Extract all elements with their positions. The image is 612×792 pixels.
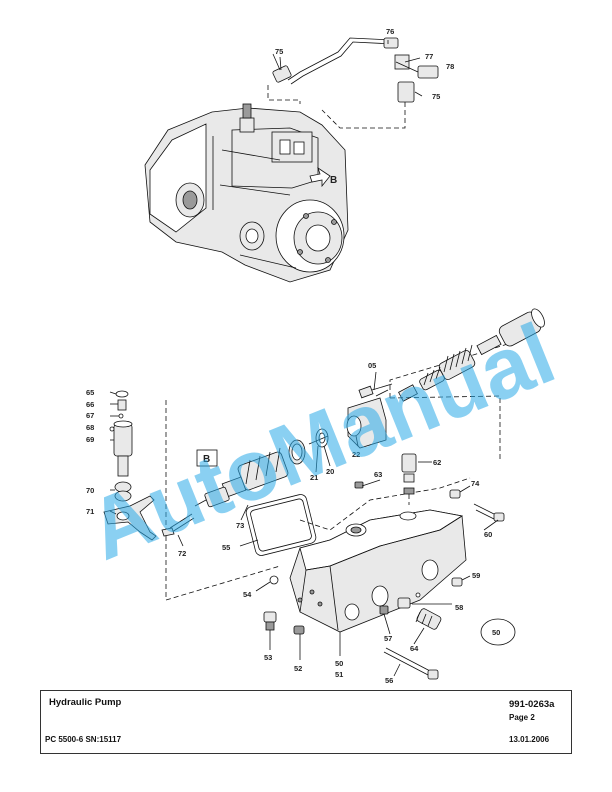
label-65: 65 xyxy=(86,388,94,397)
issue-date: 13.01.2006 xyxy=(509,735,550,744)
label-74: 74 xyxy=(471,479,480,488)
pump-body xyxy=(144,103,349,283)
label-78: 78 xyxy=(446,62,454,71)
label-77: 77 xyxy=(425,52,433,61)
machine-model: PC 5500-6 SN:15117 xyxy=(45,735,122,744)
label-62: 62 xyxy=(433,458,441,467)
label-box-b: B xyxy=(203,454,210,465)
label-55: 55 xyxy=(222,543,230,552)
label-75-top: 75 xyxy=(275,47,283,56)
label-22: 22 xyxy=(352,450,360,459)
label-67: 67 xyxy=(86,411,94,420)
page-number: Page 2 xyxy=(509,713,535,722)
label-66: 66 xyxy=(86,400,94,409)
label-75-right: 75 xyxy=(432,92,440,101)
document-number: 991-0263a xyxy=(509,699,555,710)
label-58: 58 xyxy=(455,603,463,612)
label-20: 20 xyxy=(326,467,334,476)
label-21: 21 xyxy=(310,473,318,482)
label-63: 63 xyxy=(374,470,382,479)
label-60: 60 xyxy=(484,530,492,539)
label-57: 57 xyxy=(384,634,392,643)
label-51: 51 xyxy=(335,670,343,679)
label-76: 76 xyxy=(386,27,394,36)
label-71: 71 xyxy=(86,507,94,516)
left-parts-group xyxy=(103,390,281,601)
label-56: 56 xyxy=(385,676,393,685)
spool-seal-group xyxy=(194,447,317,556)
part-labels: 75 76 77 78 75 B B 05 62 63 74 60 65 66 … xyxy=(86,27,500,685)
label-72: 72 xyxy=(178,549,186,558)
label-53: 53 xyxy=(264,653,272,662)
title-block: Hydraulic Pump 991-0263a Page 2 PC 5500-… xyxy=(40,690,572,754)
reference-circle xyxy=(480,618,516,646)
watermark: AutoManual xyxy=(75,305,567,578)
label-05: 05 xyxy=(368,361,376,370)
label-50-circled: 50 xyxy=(492,628,500,637)
leader-lines xyxy=(109,40,499,677)
label-50: 50 xyxy=(335,659,343,668)
label-70: 70 xyxy=(86,486,94,495)
label-68: 68 xyxy=(86,423,94,432)
solenoid-spool-group xyxy=(288,308,545,465)
label-59: 59 xyxy=(472,571,480,580)
label-54: 54 xyxy=(243,590,252,599)
label-69: 69 xyxy=(86,435,94,444)
valve-block xyxy=(263,389,505,680)
label-52: 52 xyxy=(294,664,302,673)
pipe-assembly xyxy=(267,37,439,129)
label-64: 64 xyxy=(410,644,419,653)
label-73: 73 xyxy=(236,521,244,530)
drawing-title: Hydraulic Pump xyxy=(49,697,122,708)
label-arrow-b: B xyxy=(330,175,337,186)
